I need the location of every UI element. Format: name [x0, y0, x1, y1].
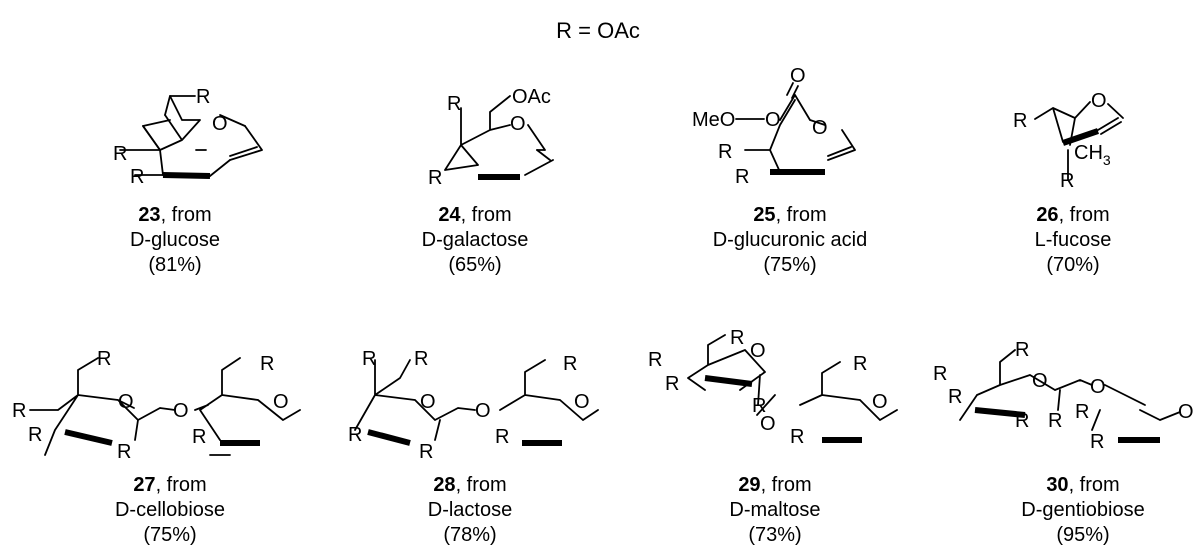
- ring-oxygen: O: [1178, 401, 1194, 423]
- ring-oxygen: O: [1032, 370, 1048, 392]
- r-substituent: R: [735, 166, 749, 188]
- r-substituent: R: [1013, 110, 1027, 132]
- compound-24-label: 24, from: [438, 204, 511, 226]
- r-substituent: R: [718, 141, 732, 163]
- structure-23: R O R R 23, from D-glucose (81%): [113, 86, 263, 276]
- r-substituent: R: [196, 86, 210, 108]
- r-substituent: R: [853, 353, 867, 375]
- compound-27-source: D-cellobiose: [115, 499, 225, 521]
- structure-29: R O R R R O R O R 29, from D-maltose (73…: [648, 327, 898, 546]
- structure-30: R O O R R R R R R O 30, from D-gentiobio…: [933, 339, 1194, 546]
- glycosidic-oxygen: O: [1090, 376, 1106, 398]
- compound-28-yield: (78%): [443, 524, 496, 546]
- ring-oxygen: O: [118, 391, 134, 413]
- compound-23-label: 23, from: [138, 204, 211, 226]
- r-substituent: R: [1090, 431, 1104, 453]
- compound-26-source: L-fucose: [1035, 229, 1112, 251]
- compound-25-yield: (75%): [763, 254, 816, 276]
- glycosidic-oxygen: O: [760, 413, 776, 435]
- r-substituent: R: [948, 386, 962, 408]
- carbonyl-oxygen: O: [790, 65, 806, 87]
- compound-30-label: 30, from: [1046, 474, 1119, 496]
- compound-23-yield: (81%): [148, 254, 201, 276]
- r-substituent: R: [28, 424, 42, 446]
- compound-25-label: 25, from: [753, 204, 826, 226]
- compound-27-label: 27, from: [133, 474, 206, 496]
- compound-24-yield: (65%): [448, 254, 501, 276]
- ring-oxygen: O: [750, 340, 766, 362]
- ring-oxygen: O: [273, 391, 289, 413]
- ring-oxygen: O: [510, 113, 526, 135]
- compound-30-source: D-gentiobiose: [1021, 499, 1144, 521]
- r-substituent: R: [1015, 410, 1029, 432]
- ring-oxygen: O: [872, 391, 888, 413]
- compound-26-label: 26, from: [1036, 204, 1109, 226]
- r-substituent: R: [260, 353, 274, 375]
- ring-oxygen: O: [812, 117, 828, 139]
- glycosidic-oxygen: O: [475, 400, 491, 422]
- ring-oxygen: O: [1091, 90, 1107, 112]
- compound-29-source: D-maltose: [729, 499, 820, 521]
- r-substituent: R: [348, 424, 362, 446]
- compound-25-source: D-glucuronic acid: [713, 229, 868, 251]
- r-substituent: R: [362, 348, 376, 370]
- r-definition: R = OAc: [556, 18, 640, 43]
- ring-oxygen: O: [212, 113, 228, 135]
- structure-24: R OAc O R 24, from D-galactose (65%): [422, 86, 554, 276]
- r-substituent: R: [113, 143, 127, 165]
- r-substituent: R: [419, 441, 433, 463]
- r-substituent: R: [1075, 401, 1089, 423]
- compound-26-yield: (70%): [1046, 254, 1099, 276]
- ring-oxygen: O: [420, 391, 436, 413]
- r-substituent: R: [414, 348, 428, 370]
- compound-30-yield: (95%): [1056, 524, 1109, 546]
- r-substituent: R: [117, 441, 131, 463]
- compound-29-yield: (73%): [748, 524, 801, 546]
- compound-24-source: D-galactose: [422, 229, 529, 251]
- r-substituent: R: [1015, 339, 1029, 361]
- structure-28: R R O O R R R O R 28, from D-lactose (78…: [348, 348, 599, 546]
- r-substituent: R: [130, 166, 144, 188]
- r-substituent: R: [192, 426, 206, 448]
- r-substituent: R: [97, 348, 111, 370]
- ring-oxygen: O: [574, 391, 590, 413]
- meo-group: MeO: [692, 109, 735, 131]
- r-substituent: R: [1060, 170, 1074, 192]
- compound-28-source: D-lactose: [428, 499, 512, 521]
- r-substituent: R: [12, 400, 26, 422]
- methyl-group: CH3: [1074, 142, 1111, 168]
- oac-substituent: OAc: [512, 86, 551, 108]
- r-substituent: R: [428, 167, 442, 189]
- r-substituent: R: [790, 426, 804, 448]
- structure-26: R O CH3 R 26, from L-fucose (70%): [1013, 90, 1124, 276]
- r-substituent: R: [665, 373, 679, 395]
- r-substituent: R: [648, 349, 662, 371]
- ester-oxygen: O: [765, 109, 781, 131]
- structure-27: R O O R R R R O R 27, from D-cellobiose …: [12, 348, 301, 546]
- glycosidic-oxygen: O: [173, 400, 189, 422]
- r-substituent: R: [752, 395, 766, 417]
- r-substituent: R: [563, 353, 577, 375]
- r-substituent: R: [730, 327, 744, 349]
- r-substituent: R: [1048, 410, 1062, 432]
- compound-28-label: 28, from: [433, 474, 506, 496]
- compound-23-source: D-glucose: [130, 229, 220, 251]
- compound-29-label: 29, from: [738, 474, 811, 496]
- r-substituent: R: [447, 93, 461, 115]
- r-substituent: R: [933, 363, 947, 385]
- structure-25: O MeO O O R R 25, from D-glucuronic acid…: [692, 65, 867, 276]
- compound-27-yield: (75%): [143, 524, 196, 546]
- r-substituent: R: [495, 426, 509, 448]
